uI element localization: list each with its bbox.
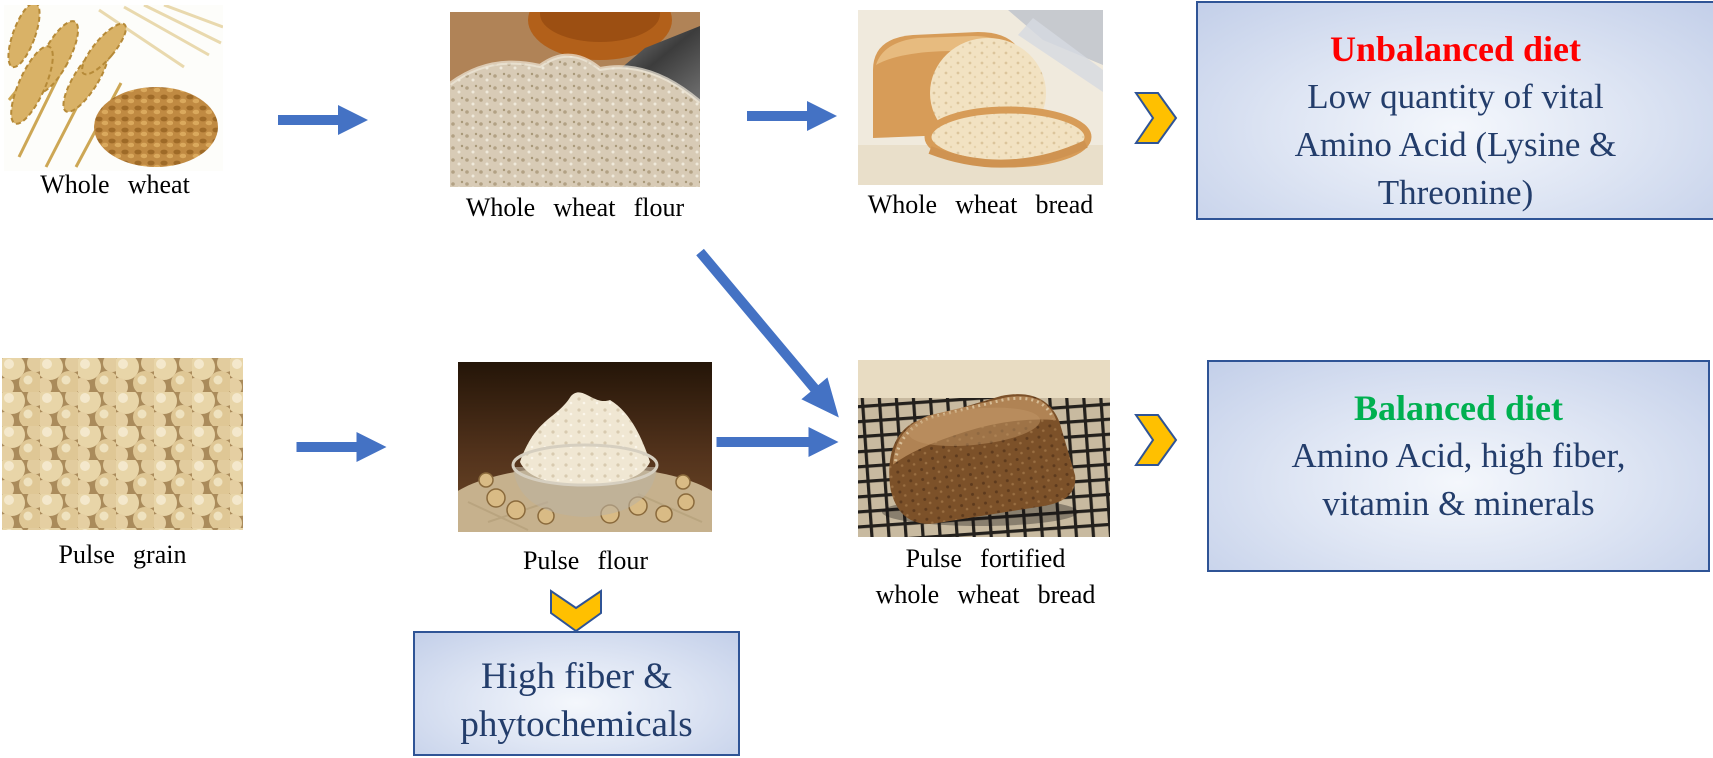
chevron-right-icon [1127,412,1179,468]
unbalanced-diet-line-2: Amino Acid (Lysine & [1294,125,1617,164]
unbalanced-diet-box: Unbalanced diet Low quantity of vital Am… [1196,1,1713,220]
callout-line-1: High fiber & [480,656,673,697]
pulse-flour-label: Pulse flour [522,546,649,575]
pulse-fortified-bread-label-line-1: Pulse fortified [905,544,1066,573]
whole-wheat-flour-photo-art [450,12,700,187]
whole-wheat-bread-photo [858,10,1103,185]
whole-wheat-bread-photo-art [858,10,1103,185]
whole-wheat-photo [4,5,223,171]
pulse-grain-photo [2,358,243,530]
arrow-right-icon [716,423,839,461]
balanced-diet-title: Balanced diet [1353,388,1563,428]
pulse-fortified-bread-photo-art [858,360,1110,537]
pulse-fortified-bread-label: Pulse fortified whole wheat bread [838,541,1133,613]
chevron-down-icon [548,582,604,634]
arrow-diagonal-down-right-icon [685,240,854,431]
balanced-diet-box: Balanced diet Amino Acid, high fiber, vi… [1207,360,1710,572]
pulse-grain-label: Pulse grain [58,540,187,569]
whole-wheat-flour-photo [450,12,700,187]
pulse-flour-photo-art [458,362,712,532]
whole-wheat-flour-label: Whole wheat flour [465,193,685,222]
arrow-right-icon [747,97,839,135]
unbalanced-diet-title: Unbalanced diet [1329,29,1582,69]
arrow-right-icon [278,101,370,139]
arrow-right-icon [296,428,389,466]
balanced-diet-line-2: vitamin & minerals [1322,484,1595,523]
chevron-right-icon [1127,90,1179,146]
whole-wheat-label: Whole wheat [40,170,190,199]
callout-line-2: phytochemicals [460,704,693,745]
pulse-fortified-bread-photo [858,360,1110,537]
pulse-flour-photo [458,362,712,532]
balanced-diet-line-1: Amino Acid, high fiber, [1291,436,1626,475]
pulse-grain-photo-art [2,358,243,530]
pulse-fortified-bread-label-line-2: whole wheat bread [875,580,1096,609]
unbalanced-diet-line-1: Low quantity of vital [1307,77,1604,116]
whole-wheat-photo-art [4,5,223,171]
whole-wheat-bread-label: Whole wheat bread [867,190,1094,219]
unbalanced-diet-line-3: Threonine) [1377,173,1534,212]
high-fiber-phytochemicals-box: High fiber & phytochemicals [413,631,740,756]
